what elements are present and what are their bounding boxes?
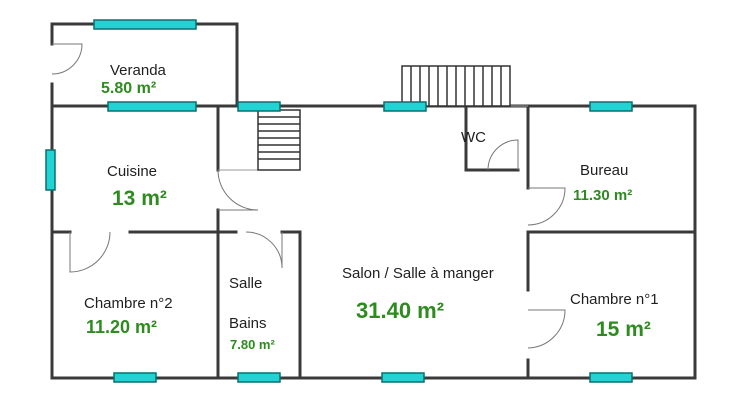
window-icon [383, 101, 427, 112]
salle-bains-name-line2: Bains [229, 315, 267, 332]
chambre2-area: 11.20 m² [86, 317, 157, 337]
door-swing-icon [217, 169, 259, 211]
stairs-icon [257, 109, 301, 171]
window-icon [237, 101, 281, 112]
window-icon [237, 372, 281, 383]
bureau-name: Bureau [580, 162, 628, 179]
chambre1-area: 15 m² [596, 318, 651, 341]
walls [50, 22, 697, 380]
wc-name: WC [461, 129, 486, 146]
cuisine-name: Cuisine [107, 163, 157, 180]
window-icon [113, 372, 157, 383]
veranda-area: 5.80 m² [101, 80, 156, 97]
window-icon [589, 372, 633, 383]
salle-bains-name-line1: Salle [229, 275, 262, 292]
door-swing-icon [487, 139, 519, 171]
door-swing-icon [245, 231, 283, 269]
bureau-area: 11.30 m² [573, 187, 632, 204]
salon-name: Salon / Salle à manger [342, 265, 494, 282]
door-swing-icon [69, 231, 111, 273]
salle-bains-area: 7.80 m² [230, 337, 275, 352]
door-swing-icon [51, 43, 83, 75]
window-icon [93, 19, 197, 30]
door-swing-icon [527, 309, 566, 349]
veranda-name: Veranda [110, 62, 167, 79]
windows [45, 19, 633, 383]
door-swings [51, 43, 566, 349]
chambre1-name: Chambre n°1 [570, 291, 659, 308]
window-icon [107, 101, 197, 112]
window-icon [381, 372, 425, 383]
cuisine-area: 13 m² [112, 187, 167, 210]
window-icon [45, 149, 56, 191]
stairs-icon [401, 65, 511, 107]
room-labels: Veranda 5.80 m² Cuisine 13 m² Chambre n°… [84, 62, 659, 352]
chambre2-name: Chambre n°2 [84, 295, 173, 312]
door-swing-icon [527, 187, 566, 226]
window-icon [589, 101, 633, 112]
salon-area: 31.40 m² [356, 298, 444, 323]
